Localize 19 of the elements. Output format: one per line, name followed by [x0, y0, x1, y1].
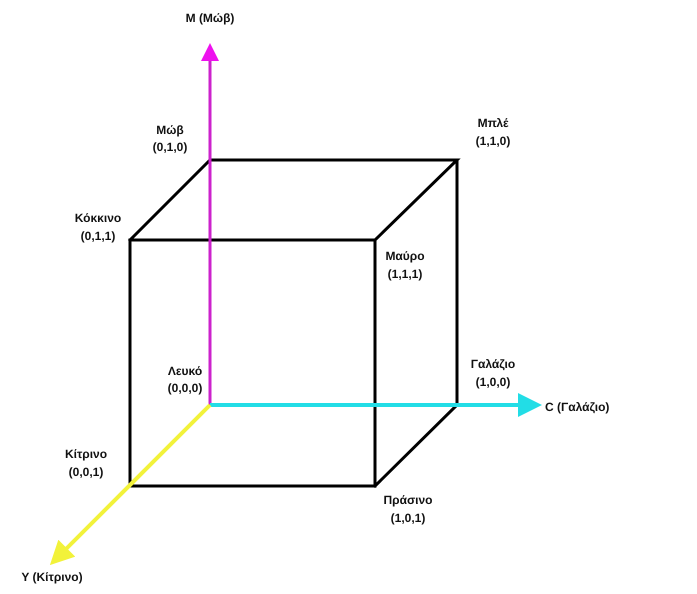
coordinate-label: (0,1,0) [152, 140, 188, 154]
axis-label: Y (Κίτρινο) [21, 570, 83, 584]
vertex-label: Λευκό [168, 364, 202, 378]
coordinate-label: (0,0,0) [168, 381, 202, 395]
vertex-label: Μπλέ [478, 116, 508, 130]
coordinate-label: (1,1,0) [476, 134, 510, 148]
vertex-label: Πράσινο [384, 493, 432, 507]
coordinate-label: (1,1,1) [388, 267, 422, 281]
vertex-label: Γαλάζιο [470, 357, 516, 371]
axis-label: M (Μώβ) [186, 11, 234, 25]
vertex-label: Κόκκινο [74, 211, 122, 225]
vertex-label: Κίτρινο [64, 447, 108, 461]
coordinate-label: (1,0,0) [476, 375, 510, 389]
vertex-label: Μαύρο [385, 249, 425, 263]
coordinate-label: (0,1,1) [80, 229, 116, 243]
coordinate-label: (0,0,1) [68, 465, 104, 479]
vertex-label: Μώβ [156, 123, 184, 137]
axis-label: C (Γαλάζιο) [545, 400, 610, 414]
coordinate-label: (1,0,1) [390, 511, 426, 525]
